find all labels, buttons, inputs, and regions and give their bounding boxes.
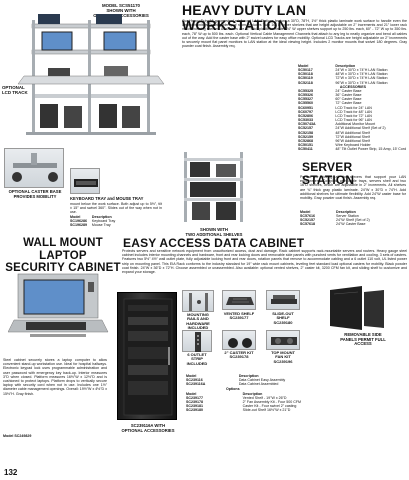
table-row: SC196286 Keyboard Tray (70, 219, 116, 224)
table-header: Model Description (186, 391, 263, 396)
outlet-strip-caption: 6 OUTLET STRIP INCLUDED (186, 352, 208, 366)
server-title: SERVER STATION (302, 160, 355, 187)
workstation-title: HEAVY DUTY LAN WORKSTATION (182, 2, 307, 33)
caster-kit-photo (222, 330, 256, 350)
wallmount-body: Steel cabinet securely stores a laptop c… (3, 358, 107, 396)
datacab-body: Protects servers and sensitive network e… (122, 249, 407, 275)
datacab-title: EASY ACCESS DATA CABINET (123, 236, 305, 250)
server-station-photo (178, 150, 250, 226)
mounting-rails-photo (182, 290, 214, 312)
vented-shelf-photo (222, 290, 256, 310)
keyboard-table: Model Description SC196286 Keyboard Tray… (70, 215, 134, 227)
optional-lcd-callout: OPTIONAL LCD TRACK (2, 85, 28, 95)
table-section: ACCESSORIES (339, 84, 367, 89)
page-number: 132 (4, 468, 18, 477)
table-header: Model Description (186, 374, 259, 378)
outlet-strip-photo (182, 330, 212, 352)
slide-out-shelf-caption: SLIDE-OUT SHELF SC239180 (272, 311, 294, 325)
table-header: Model Description (298, 64, 356, 68)
workstation-body: Our Heavy-Duty 16 gauge steel-reinforced… (182, 19, 407, 49)
keyboard-tray-block: KEYBOARD TRAY and MOUSE TRAY mount below… (70, 196, 162, 228)
keyboard-title: KEYBOARD TRAY and MOUSE TRAY (70, 196, 144, 201)
caster-kit-caption: 2" CASTER KIT SC239178 (224, 350, 254, 360)
wallmount-illustration (7, 268, 116, 354)
slide-out-shelf-photo (266, 290, 300, 310)
fan-kit-photo (266, 330, 300, 350)
wallmount-title: WALL MOUNT LAPTOP SECURITY CABINET (5, 237, 121, 274)
fan-kit-caption: TOP MOUNT FAN KIT SC239196 (271, 350, 295, 364)
table-row: SC196289 Mouse Tray (70, 223, 111, 228)
mounting-rails-caption: MOUNTING RAILS AND HARDWARE INCLUDED (186, 312, 210, 331)
caster-base-photo (4, 148, 64, 188)
wallmount-model: Model SC249829 (3, 434, 32, 438)
removable-panels-photo (320, 284, 390, 332)
table-header: Model Description (70, 215, 112, 220)
keyboard-body: mount below the work surface. Both adjus… (70, 201, 162, 214)
datacab-shown: SC239116A WITH OPTIONAL ACCESSORIES (121, 423, 175, 433)
data-cabinet-photo (117, 292, 177, 420)
workstation-illustration (4, 12, 174, 144)
options-label: Options (226, 387, 240, 392)
removable-panels-caption: REMOVABLE SIDE PANELS PERMIT FULL ACCESS (340, 332, 386, 347)
table-header: Model Description (300, 210, 356, 214)
server-shown-with: SHOWN WITH TWO ADDITIONAL SHELVES (185, 227, 243, 237)
vented-shelf-caption: VENTED SHELF SC239177 (223, 311, 255, 321)
caster-caption: OPTIONAL CASTER BASE PROVIDES MOBILITY (8, 189, 62, 199)
keyboard-tray-photo (70, 168, 100, 194)
server-body: Perfect for storing all the servers that… (300, 175, 406, 201)
